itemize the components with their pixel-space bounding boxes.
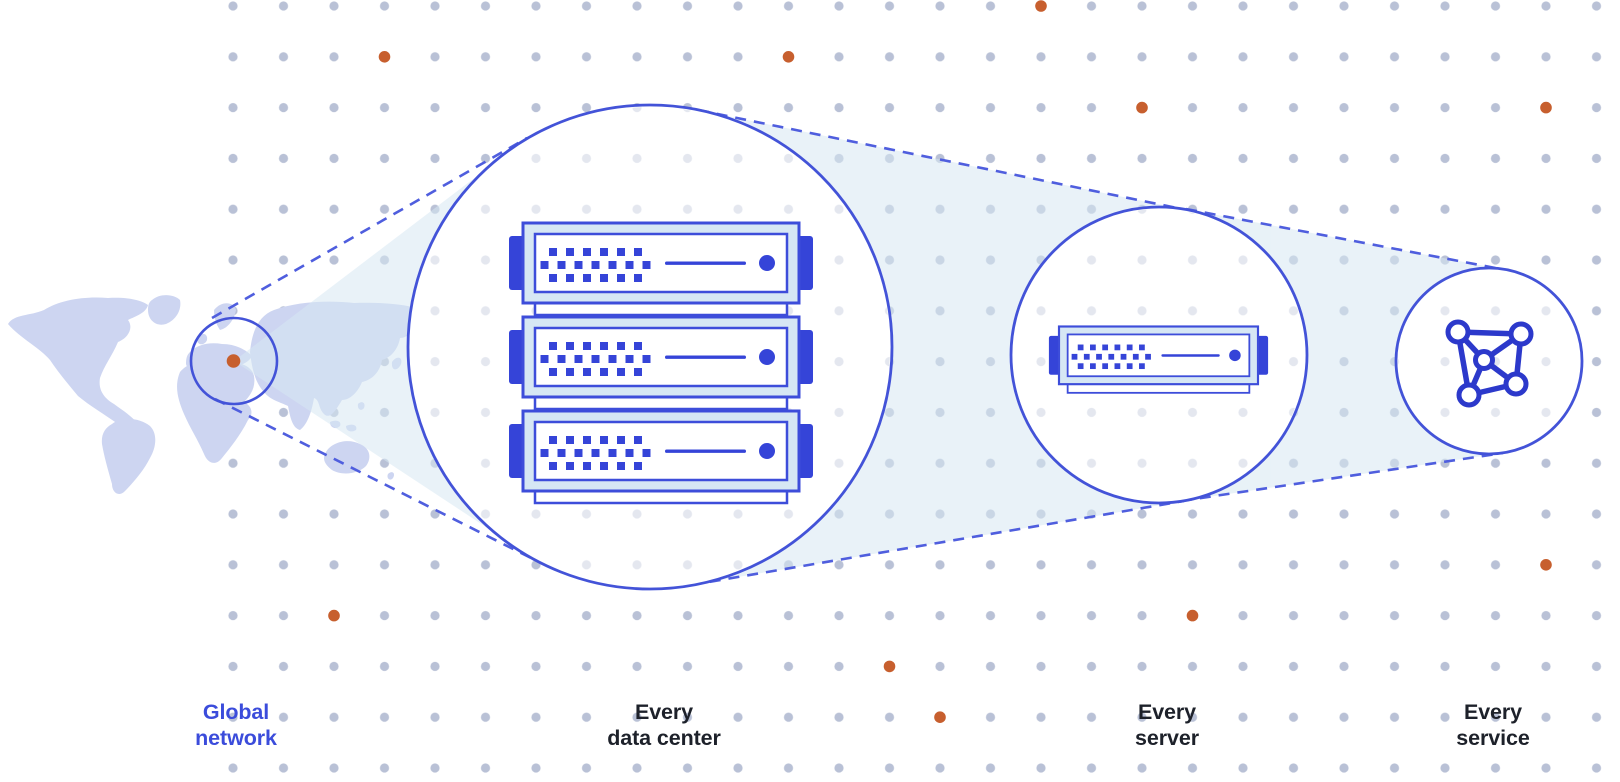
- server-unit-1: [507, 221, 815, 317]
- region-new-zealand: [387, 472, 395, 480]
- region-scandinavia: [214, 303, 236, 330]
- continent-greenland: [148, 295, 181, 325]
- label-line: Every: [1137, 700, 1197, 724]
- accent-dot: [782, 51, 795, 63]
- continent-australia: [324, 441, 370, 474]
- accent-dot: [1035, 0, 1047, 12]
- accent-dot: [1136, 101, 1148, 114]
- label-line: Every: [634, 700, 694, 724]
- label-every-server: Every server: [1135, 699, 1199, 751]
- global-network-circle: [189, 316, 279, 406]
- accent-dot: [1540, 559, 1552, 571]
- label-line: Every: [1463, 700, 1523, 724]
- server-unit-3: [507, 409, 815, 505]
- continent-south-america: [101, 418, 156, 495]
- label-line: data center: [607, 726, 721, 750]
- continent-africa: [177, 360, 255, 463]
- label-line: Global: [202, 700, 270, 724]
- continent-north-america: [8, 297, 148, 430]
- server-rack-icon: [507, 221, 815, 505]
- network-mesh-icon: [1445, 319, 1534, 408]
- map-location-marker: [226, 354, 241, 368]
- accent-dot: [934, 711, 946, 723]
- label-line: service: [1456, 726, 1530, 750]
- accent-dot: [328, 609, 340, 622]
- accent-dot: [1540, 101, 1552, 114]
- accent-dot: [1186, 609, 1199, 622]
- label-every-service: Every service: [1456, 699, 1530, 751]
- label-line: server: [1135, 726, 1199, 750]
- label-line: network: [195, 726, 277, 750]
- accent-dot: [378, 51, 391, 63]
- server-unit-2: [507, 315, 815, 411]
- label-global-network: Global network: [195, 699, 277, 751]
- single-server-icon: [1047, 325, 1270, 394]
- beam-dashed-edges: [211, 108, 1507, 587]
- label-every-data-center: Every data center: [607, 699, 721, 751]
- accent-dot: [883, 660, 896, 673]
- accent-dots: [226, 0, 1552, 723]
